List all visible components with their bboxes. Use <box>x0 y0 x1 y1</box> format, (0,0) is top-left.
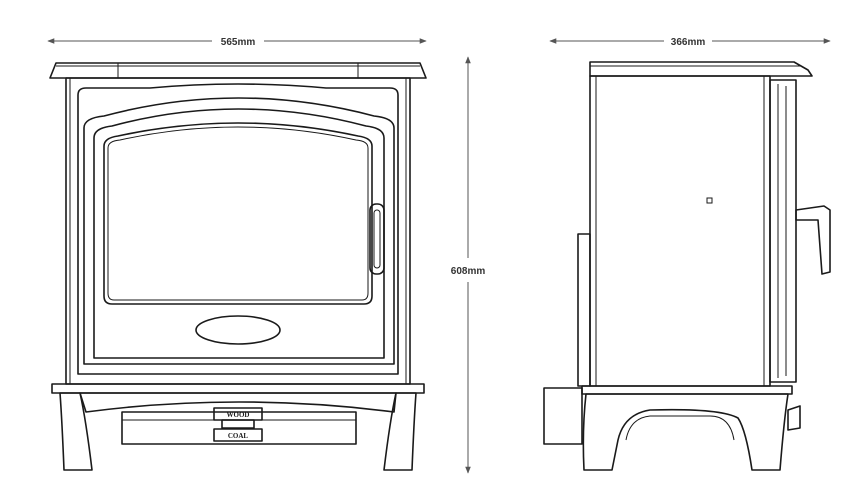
fuel-label-coal-plate <box>213 428 263 442</box>
side-door-handle <box>795 205 831 275</box>
side-rivet <box>706 197 713 204</box>
air-vent <box>195 315 281 345</box>
depth-dimension: 366mm <box>549 37 831 48</box>
height-dimension: 608mm <box>451 56 486 474</box>
front-left-leg <box>59 392 93 471</box>
front-apron <box>79 392 397 413</box>
rear-air-box <box>543 387 583 445</box>
width-dimension: 565mm <box>47 37 427 48</box>
side-bracket <box>787 405 801 431</box>
height-dimension-label: 608mm <box>451 266 486 277</box>
side-door-profile <box>769 79 797 383</box>
side-base <box>582 393 789 471</box>
depth-dimension-label: 366mm <box>671 37 706 48</box>
door-glass <box>103 122 373 305</box>
front-base-plate <box>51 383 425 394</box>
door-panel <box>93 108 385 359</box>
side-view <box>543 61 831 471</box>
side-body <box>589 75 771 387</box>
fuel-label-wood: WOOD <box>227 411 250 419</box>
door-handle <box>369 203 385 275</box>
fuel-label-coal: COAL <box>228 432 249 440</box>
front-top-plate <box>49 62 427 79</box>
side-top-plate <box>589 61 813 77</box>
ash-pan <box>121 411 357 445</box>
front-right-leg <box>383 392 417 471</box>
door-outer <box>83 97 395 365</box>
width-dimension-label: 565mm <box>221 37 256 48</box>
front-view: WOOD COAL <box>49 62 427 471</box>
fuel-selector-knob <box>221 419 255 429</box>
side-base-plate <box>581 385 793 395</box>
rear-flue-collar <box>577 233 591 387</box>
door-frame <box>77 83 399 375</box>
